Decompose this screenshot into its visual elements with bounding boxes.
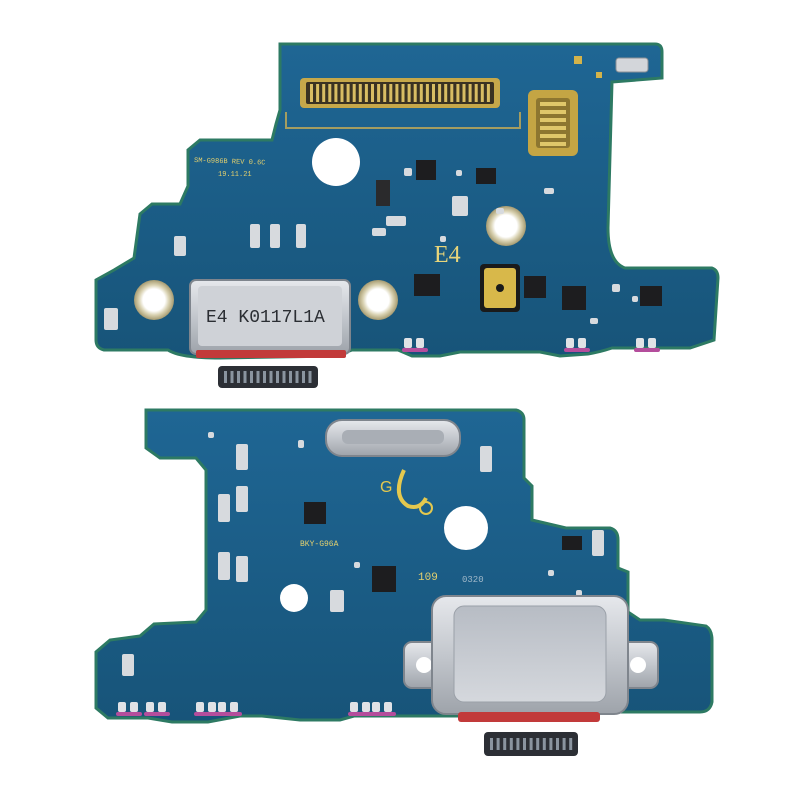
edge-contact bbox=[130, 702, 138, 712]
smd-component bbox=[236, 444, 248, 470]
smd-component bbox=[174, 236, 186, 256]
smd-component bbox=[496, 208, 504, 214]
edge-contact bbox=[648, 338, 656, 348]
smd-component bbox=[218, 552, 230, 580]
chip-marking: BKY-G96A bbox=[300, 540, 339, 549]
edge-contact bbox=[158, 702, 166, 712]
edge-contact bbox=[230, 702, 238, 712]
edge-contact bbox=[208, 702, 216, 712]
mount-hole bbox=[280, 584, 308, 612]
smd-component bbox=[440, 236, 446, 242]
board-connector bbox=[300, 78, 500, 108]
ic-chip bbox=[476, 168, 496, 184]
ic-chip bbox=[414, 274, 440, 296]
silkscreen-model: SM-G986B REV 0.6C bbox=[194, 157, 266, 167]
ic-chip bbox=[640, 286, 662, 306]
silkscreen-code: E4 bbox=[434, 242, 461, 268]
smd-component bbox=[208, 432, 214, 438]
smd-component bbox=[612, 284, 620, 292]
smd-component bbox=[236, 556, 248, 582]
ic-chip bbox=[372, 566, 396, 592]
edge-contact bbox=[372, 702, 380, 712]
edge-contact bbox=[118, 702, 126, 712]
edge-contact bbox=[416, 338, 424, 348]
logo-icon: G bbox=[380, 469, 433, 515]
smd-component bbox=[452, 196, 468, 216]
smd-component bbox=[548, 570, 554, 576]
smd-component bbox=[354, 562, 360, 568]
ic-chip bbox=[562, 536, 582, 550]
smd-component bbox=[122, 654, 134, 676]
smd-component bbox=[480, 446, 492, 472]
smd-component bbox=[590, 318, 598, 324]
smd-component bbox=[544, 188, 554, 194]
edge-contact bbox=[196, 702, 204, 712]
silkscreen-date: 19.11.21 bbox=[218, 171, 252, 179]
ic-chip bbox=[562, 286, 586, 310]
edge-contact bbox=[636, 338, 644, 348]
edge-contact bbox=[404, 338, 412, 348]
smd-component bbox=[296, 224, 306, 248]
edge-contact bbox=[384, 702, 392, 712]
edge-contact bbox=[146, 702, 154, 712]
smd-component bbox=[592, 530, 604, 556]
smd-component bbox=[104, 308, 118, 330]
smd-component bbox=[456, 170, 462, 176]
smd-component bbox=[236, 486, 248, 512]
mount-hole bbox=[444, 506, 488, 550]
ic-chip bbox=[416, 160, 436, 180]
connector-marking: E4 K0117L1A bbox=[206, 308, 325, 328]
smd-component bbox=[330, 590, 344, 612]
microphone bbox=[480, 264, 520, 312]
usb-c-connector: E4 K0117L1A bbox=[189, 279, 351, 388]
smd-component bbox=[218, 494, 230, 522]
svg-text:G: G bbox=[380, 479, 392, 496]
ic-chip bbox=[524, 276, 546, 298]
smd-component bbox=[250, 224, 260, 248]
top-board: E4 SM-G986B REV 0.6C 19.11.21 E4 K0117L1… bbox=[94, 42, 720, 388]
flex-cable-end bbox=[484, 732, 578, 756]
edge-contact bbox=[578, 338, 586, 348]
smd-component bbox=[576, 590, 582, 596]
silkscreen-small: 0320 bbox=[462, 575, 484, 585]
mount-hole bbox=[486, 206, 526, 246]
smd-component bbox=[386, 216, 406, 226]
mount-hole bbox=[134, 280, 174, 320]
edge-contact bbox=[566, 338, 574, 348]
mount-hole bbox=[358, 280, 398, 320]
smd-component bbox=[298, 440, 304, 448]
silkscreen-number: 109 bbox=[418, 572, 438, 584]
metal-bracket bbox=[325, 419, 461, 457]
usb-c-connector bbox=[403, 595, 659, 756]
ic-chip bbox=[304, 502, 326, 524]
smd-component bbox=[372, 228, 386, 236]
bottom-board: G BKY-G96A 109 0320 bbox=[94, 408, 714, 756]
smd-component bbox=[404, 168, 412, 176]
flex-pad bbox=[528, 90, 578, 156]
mount-hole bbox=[312, 138, 360, 186]
edge-contact bbox=[362, 702, 370, 712]
flex-cable-end bbox=[218, 366, 318, 388]
ic-chip bbox=[376, 180, 390, 206]
edge-contact bbox=[350, 702, 358, 712]
smd-component bbox=[270, 224, 280, 248]
edge-contact bbox=[218, 702, 226, 712]
smd-component bbox=[632, 296, 638, 302]
